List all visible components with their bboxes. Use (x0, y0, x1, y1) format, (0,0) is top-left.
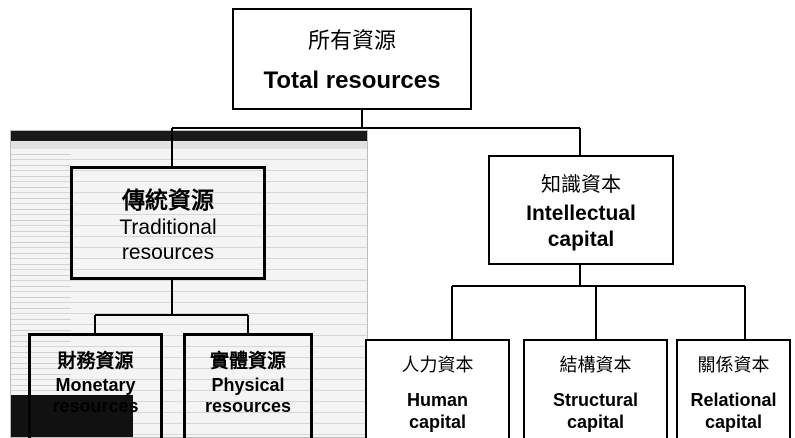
node-human-en-line1: Human (406, 390, 468, 410)
node-monetary-zh: 財務資源 (57, 350, 134, 372)
node-relational-en-line2: capital (704, 412, 763, 432)
node-traditional-en-line1: Traditional (119, 216, 217, 239)
node-relational-zh: 關係資本 (697, 355, 770, 376)
node-monetary-en-line1: Monetary (55, 375, 136, 395)
node-structural-zh: 結構資本 (559, 355, 632, 376)
node-physical-zh: 實體資源 (209, 350, 286, 372)
node-human-en-line2: capital (408, 412, 467, 432)
node-human-zh: 人力資本 (401, 355, 474, 376)
node-relational-capital: 關係資本 Relational capital (676, 339, 791, 438)
node-structural-capital: 結構資本 Structural capital (523, 339, 668, 438)
node-traditional-zh: 傳統資源 (122, 188, 214, 214)
node-relational-en-line1: Relational (690, 390, 777, 410)
overlay-toolbar-strip (11, 141, 367, 149)
node-intellectual-zh: 知識資本 (541, 171, 621, 196)
node-physical-resources: 實體資源 Physical resources (183, 333, 313, 438)
node-total-en: Total resources (263, 67, 441, 94)
node-intellectual-en-line2: capital (547, 227, 615, 251)
node-traditional-resources: 傳統資源 Traditional resources (70, 166, 266, 280)
node-total-zh: 所有資源 (307, 29, 396, 54)
node-monetary-en-line2: resources (52, 396, 139, 416)
node-human-capital: 人力資本 Human capital (365, 339, 510, 438)
node-total-resources: 所有資源 Total resources (232, 8, 472, 110)
node-physical-en-line1: Physical (211, 375, 285, 395)
node-intellectual-capital: 知識資本 Intellectual capital (488, 155, 674, 265)
node-structural-en-line2: capital (566, 412, 625, 432)
node-physical-en-line2: resources (204, 396, 292, 416)
overlay-side-column (11, 149, 71, 437)
node-intellectual-en-line1: Intellectual (526, 201, 636, 225)
node-traditional-en-line2: resources (121, 241, 215, 264)
overlay-titlebar (11, 131, 367, 141)
node-structural-en-line1: Structural (552, 390, 639, 410)
node-monetary-resources: 財務資源 Monetary resources (28, 333, 163, 438)
overlay-black-bar (11, 395, 133, 437)
